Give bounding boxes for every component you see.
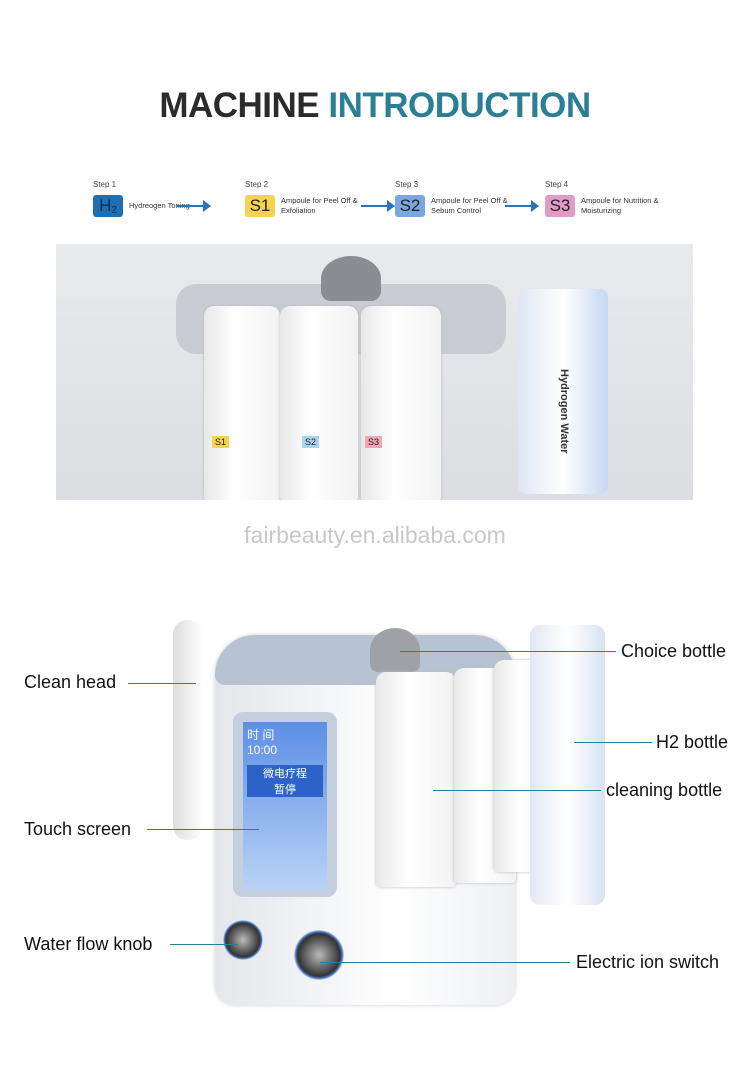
callout-line: [574, 742, 652, 743]
arrow-icon: [177, 200, 211, 212]
arrow-icon: [505, 200, 539, 212]
touch-screen[interactable]: 时 间 10:00 微电疗程暂停: [233, 712, 337, 897]
callout-line: [128, 683, 196, 684]
clean-head-handpiece: [173, 620, 203, 840]
callout-line: [400, 651, 616, 652]
h2-bottle: [530, 625, 605, 905]
callout-line: [147, 829, 259, 830]
electric-ion-switch[interactable]: [294, 930, 344, 980]
callout-cleaning-bottle: cleaning bottle: [606, 780, 723, 800]
callout-line: [170, 944, 238, 945]
page-title: MACHINE INTRODUCTION: [159, 86, 591, 125]
callout-h2-bottle: H2 bottle: [656, 732, 729, 752]
callout-choice-bottle: Choice bottle: [621, 641, 727, 661]
arrow-icon: [361, 200, 395, 212]
choice-bottle-cap: [370, 628, 420, 672]
bottle-s1: S1: [204, 306, 280, 500]
choice-bottle-cap: [321, 256, 381, 301]
callout-clean-head: Clean head: [24, 672, 117, 692]
bottle-s3: S3: [361, 306, 441, 500]
callout-electric-ion-switch: Electric ion switch: [576, 952, 720, 972]
bottles-closeup-photo: S1 S2 S3 Hydrogen Water: [56, 244, 693, 500]
callout-water-flow-knob: Water flow knob: [24, 934, 153, 954]
watermark: fairbeauty.en.alibaba.com: [244, 522, 506, 548]
s1-badge: S1: [245, 195, 275, 217]
callout-touch-screen: Touch screen: [24, 819, 132, 839]
water-flow-knob[interactable]: [223, 920, 263, 960]
callout-line: [433, 790, 601, 791]
bottle-s2: S2: [280, 306, 358, 500]
s2-badge: S2: [395, 195, 425, 217]
h2-bottle: Hydrogen Water: [518, 289, 608, 494]
callout-line: [320, 962, 570, 963]
bottle-s1: [376, 672, 456, 887]
s3-badge: S3: [545, 195, 575, 217]
